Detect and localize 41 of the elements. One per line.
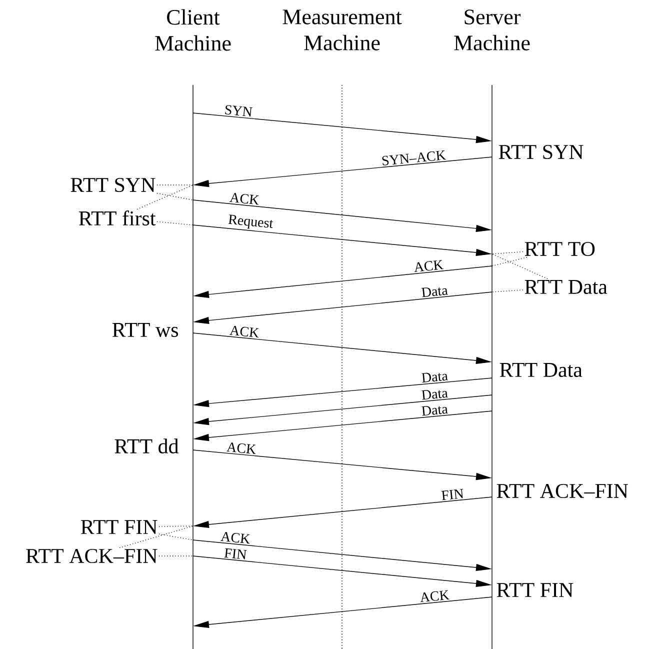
edge-label: ACK [229, 326, 259, 338]
leader-line [158, 526, 194, 527]
edge-label: ACK [226, 442, 256, 454]
edge-label: SYN–ACK [382, 150, 446, 166]
rtt-label: RTT Data [524, 280, 608, 294]
rtt-label: RTT FIN [80, 520, 158, 534]
leader-line [492, 251, 524, 254]
leader-line [492, 290, 524, 292]
leader-line [492, 254, 548, 280]
leader-line [156, 221, 194, 226]
edge-label: FIN [441, 488, 464, 500]
rtt-label: RTT ACK–FIN [26, 548, 158, 564]
edge-label: Data [421, 390, 448, 400]
edge-label: SYN [225, 105, 252, 117]
rtt-label: RTT SYN [70, 178, 156, 192]
rtt-label: RTT TO [524, 242, 595, 256]
edge-label: ACK [229, 193, 259, 205]
edge-label: FIN [224, 548, 247, 560]
edge-label: ACK [414, 260, 444, 272]
rtt-label: RTT SYN [498, 144, 584, 160]
rtt-label: RTT dd [114, 438, 179, 454]
rtt-label: RTT FIN [496, 583, 574, 597]
edge-label: Request [228, 214, 274, 229]
edge-label: Data [421, 372, 448, 382]
column-heading: Measurement Machine [282, 10, 402, 50]
rtt-label: RTT ACK–FIN [496, 484, 628, 498]
column-heading: Server Machine [454, 10, 530, 50]
edge-label: Data [421, 288, 448, 298]
column-heading: Client Machine [155, 9, 231, 51]
rtt-label: RTT first [78, 210, 156, 226]
leader-line [136, 184, 194, 210]
rtt-label: RTT Data [500, 363, 582, 377]
edge-label: ACK [420, 590, 450, 602]
leader-line [156, 192, 194, 200]
leader-line [156, 184, 194, 186]
rtt-label: RTT ws [112, 323, 178, 337]
edge-label: Data [421, 406, 448, 416]
leader-line [158, 534, 194, 540]
leader-line [492, 256, 528, 266]
edge-label: ACK [220, 532, 250, 544]
leader-line [119, 526, 194, 548]
